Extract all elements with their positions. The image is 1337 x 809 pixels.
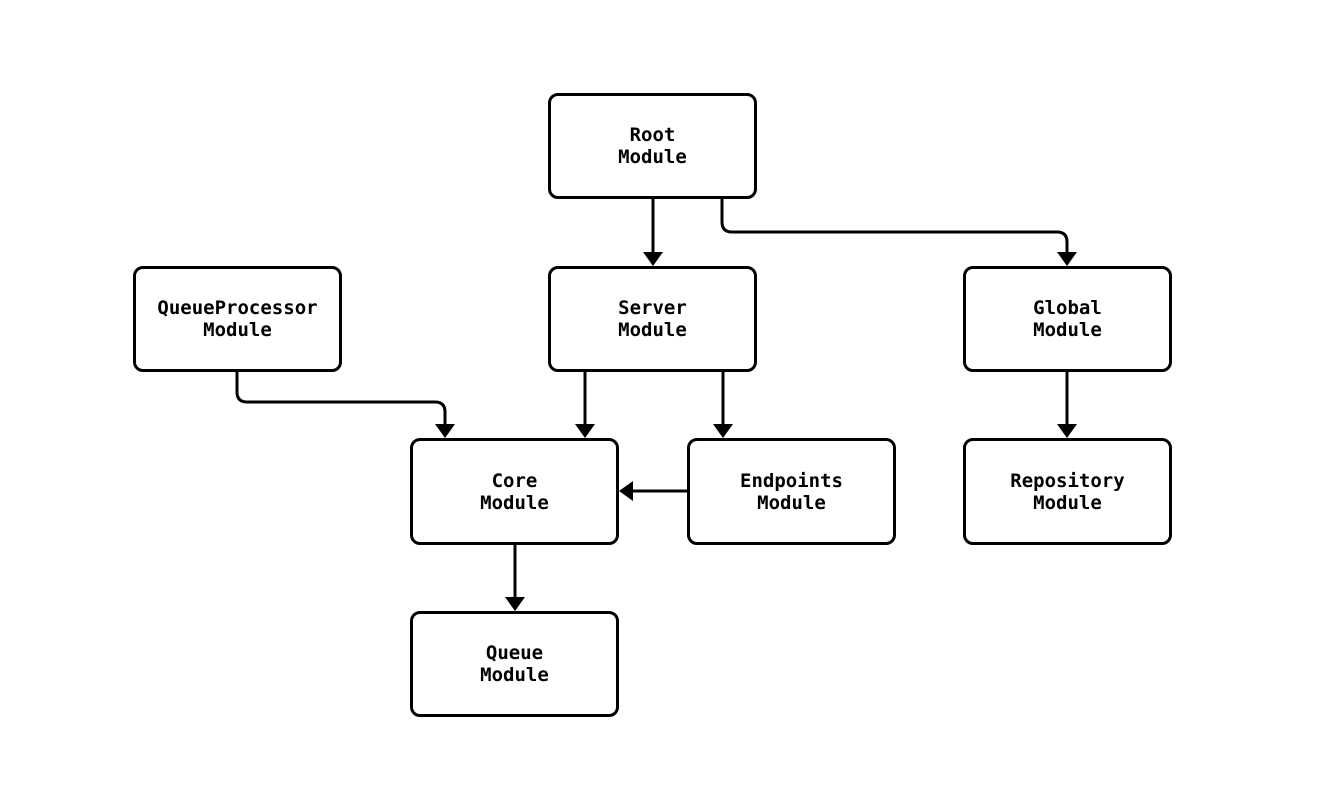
- edge-server-to-endpoints: [713, 372, 733, 438]
- node-endpoints-module: Endpoints Module: [687, 438, 896, 545]
- arrowhead-down-icon: [1057, 424, 1077, 438]
- edge-root-to-global: [720, 199, 1077, 266]
- node-label: Core Module: [480, 469, 549, 514]
- node-root-module: Root Module: [548, 93, 757, 199]
- edge-global-to-repository: [1057, 372, 1077, 438]
- arrowhead-down-icon: [505, 597, 525, 611]
- node-repository-module: Repository Module: [963, 438, 1172, 545]
- node-label: Queue Module: [480, 642, 549, 686]
- arrowhead-down-icon: [435, 424, 455, 438]
- edge-queueprocessor-to-core: [235, 372, 455, 438]
- node-label: Global Module: [1033, 297, 1102, 341]
- node-label: Root Module: [618, 124, 687, 168]
- node-label: Repository Module: [1010, 469, 1125, 514]
- node-server-module: Server Module: [548, 266, 757, 372]
- arrowhead-down-icon: [643, 252, 663, 266]
- edge-root-to-server: [643, 199, 663, 266]
- node-label: QueueProcessor Module: [157, 297, 318, 341]
- edge-core-to-queue: [505, 545, 525, 611]
- node-global-module: Global Module: [963, 266, 1172, 372]
- node-label: Endpoints Module: [740, 469, 843, 514]
- arrowhead-down-icon: [575, 424, 595, 438]
- edge-endpoints-to-core: [619, 481, 687, 501]
- arrowhead-down-icon: [1057, 252, 1077, 266]
- node-queueprocessor-module: QueueProcessor Module: [133, 266, 342, 372]
- edge-server-to-core: [575, 372, 595, 438]
- arrowhead-down-icon: [713, 424, 733, 438]
- node-label: Server Module: [618, 297, 687, 341]
- node-queue-module: Queue Module: [410, 611, 619, 717]
- node-core-module: Core Module: [410, 438, 619, 545]
- arrowhead-left-icon: [619, 481, 633, 501]
